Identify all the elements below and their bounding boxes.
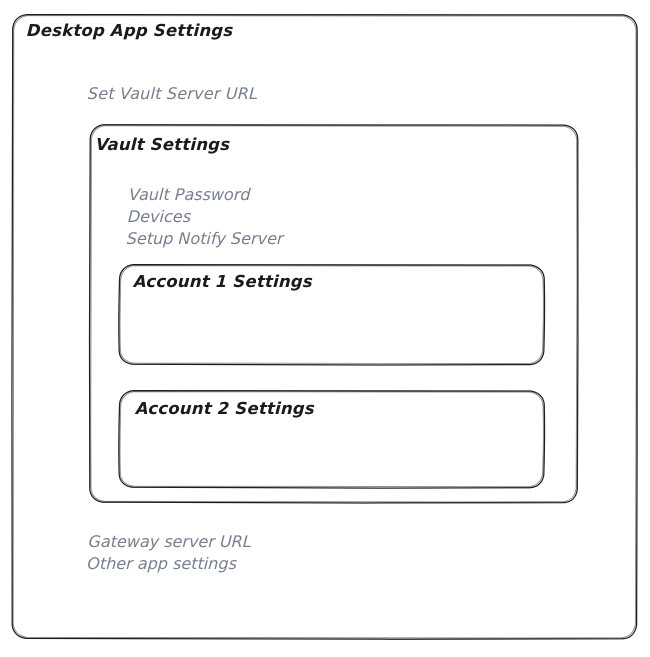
outer-box-item-list: Gateway server URL Other app settings — [87, 531, 253, 575]
item-setup-notify-server[interactable]: Setup Notify Server — [126, 229, 285, 248]
item-gateway-server-url[interactable]: Gateway server URL — [88, 532, 253, 551]
item-vault-password[interactable]: Vault Password — [128, 185, 252, 204]
account-1-settings-title: Account 1 Settings — [133, 272, 314, 291]
outer-box-title: Desktop App Settings — [26, 21, 234, 40]
vault-settings-item-list: Vault Password Devices Setup Notify Serv… — [126, 184, 286, 250]
item-devices[interactable]: Devices — [127, 207, 192, 226]
account-2-settings-title: Account 2 Settings — [135, 399, 316, 418]
vault-settings-title: Vault Settings — [95, 135, 231, 154]
item-other-app-settings[interactable]: Other app settings — [86, 554, 238, 573]
item-set-vault-server-url[interactable]: Set Vault Server URL — [87, 84, 259, 103]
